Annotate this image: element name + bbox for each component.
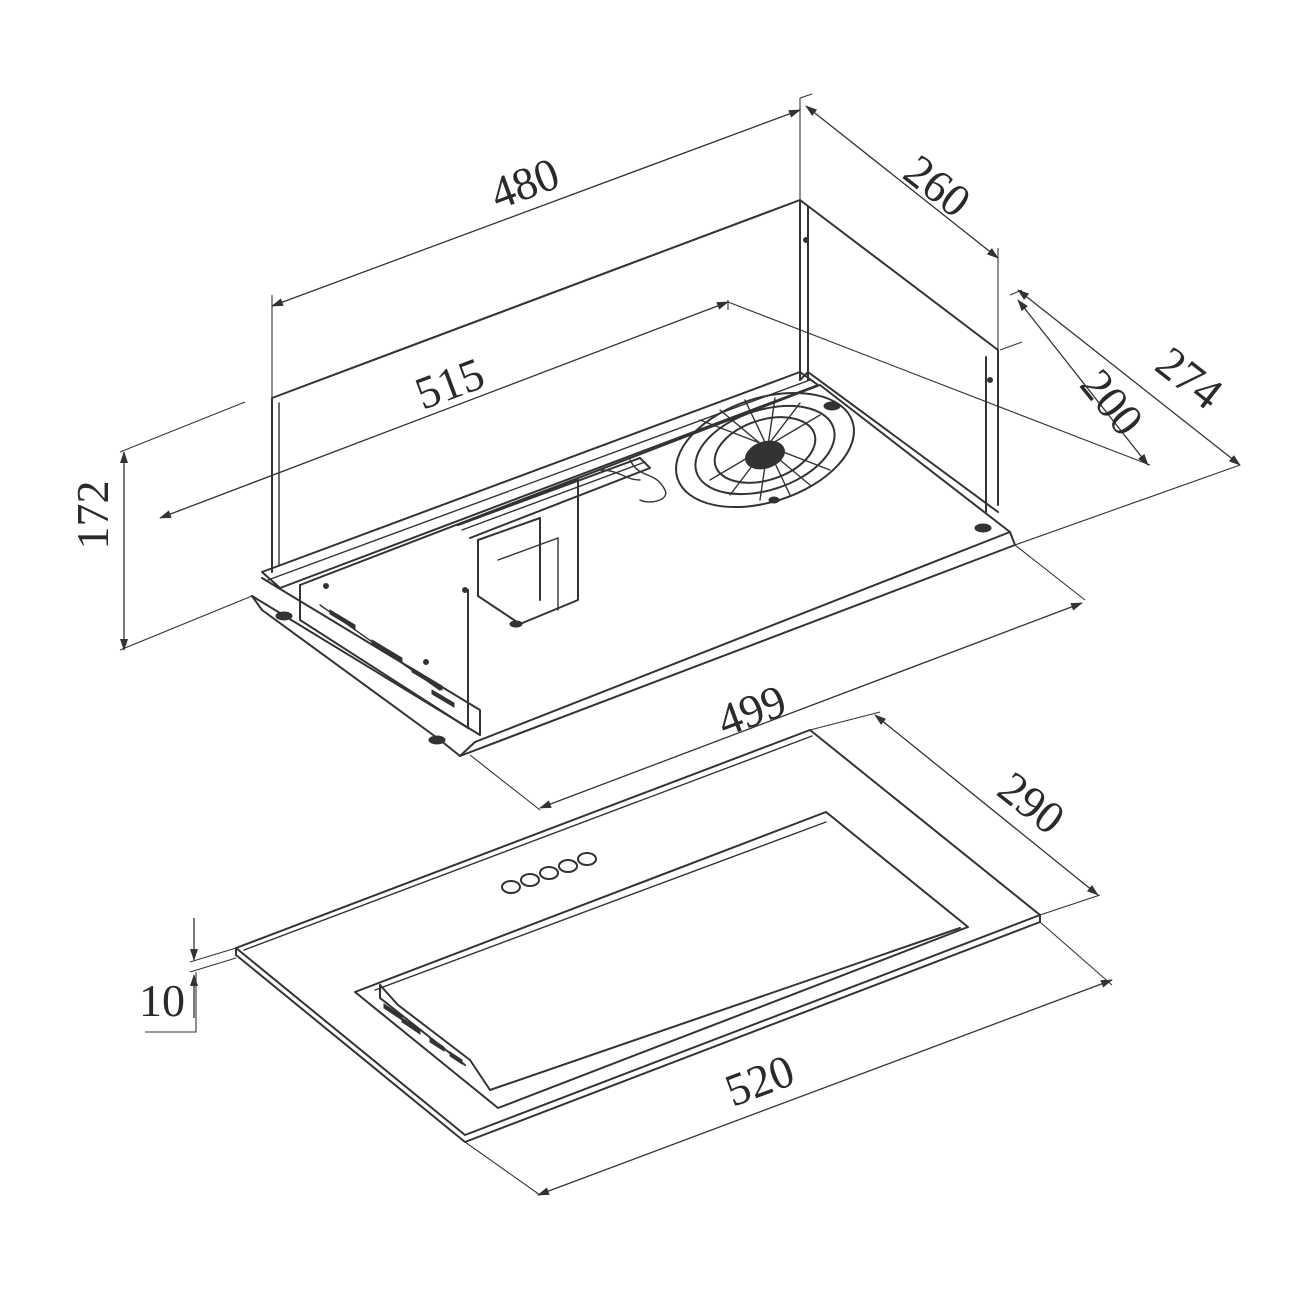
dim-499-label: 499 (710, 675, 792, 747)
dim-200-label: 200 (1071, 359, 1154, 445)
back-wall (271, 199, 801, 573)
button-icon[interactable] (577, 852, 597, 866)
dim-10-label: 10 (139, 975, 185, 1026)
fan-assembly (675, 391, 855, 509)
dimension-labels: 480 260 515 200 274 172 499 290 10 520 (67, 144, 1232, 1116)
dim-515-label: 515 (408, 348, 490, 420)
dim-260-label: 260 (895, 144, 981, 227)
left-flange (251, 577, 481, 736)
dim-274-label: 274 (1147, 336, 1233, 419)
screw-icon (275, 611, 293, 621)
button-icon[interactable] (501, 880, 521, 894)
panel-outline (235, 729, 1041, 1136)
hood-body (251, 199, 1016, 757)
dim-172-label: 172 (67, 481, 118, 550)
filter-opening (354, 811, 969, 1109)
right-side-wall (799, 199, 999, 506)
button-icon[interactable] (558, 859, 578, 873)
screw-icon (428, 735, 446, 745)
dim-480-label: 480 (483, 148, 565, 220)
dimension-lines (119, 93, 1241, 1196)
dim-520-label: 520 (718, 1045, 800, 1117)
dim-290-label: 290 (989, 761, 1075, 844)
button-icon[interactable] (520, 873, 540, 887)
screw-icon (974, 523, 992, 533)
control-buttons (501, 852, 597, 894)
button-icon[interactable] (539, 866, 559, 880)
glass-panel (235, 729, 1041, 1143)
screw-icon (823, 401, 841, 411)
